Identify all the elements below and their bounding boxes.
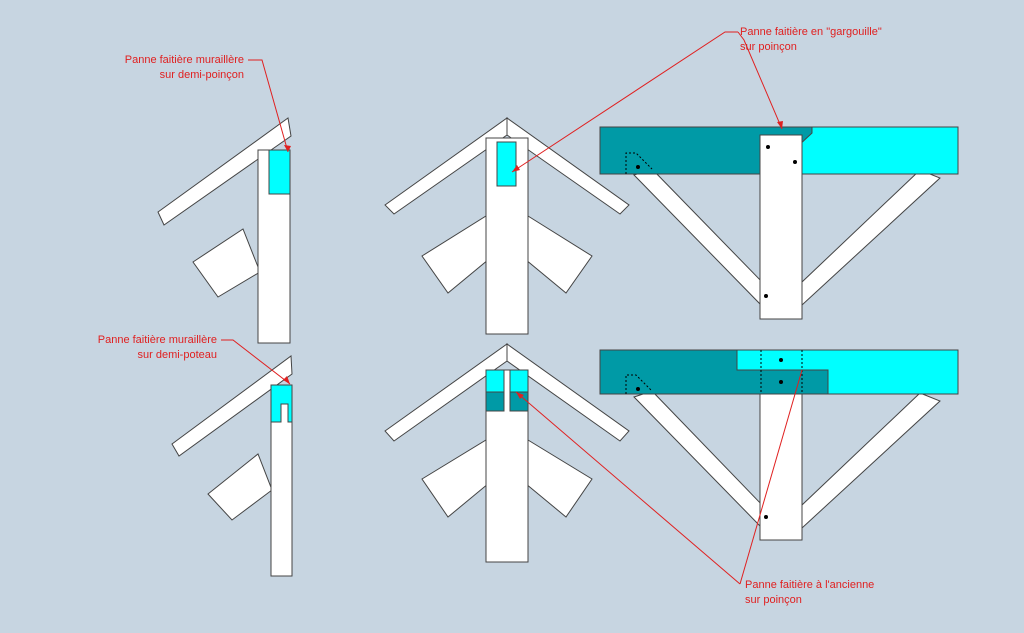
peg xyxy=(636,165,640,169)
label-line: Panne faitière muraillère xyxy=(97,334,217,346)
ridge-teal-right xyxy=(509,391,529,412)
arrowhead xyxy=(516,392,524,399)
leader-top-right-b xyxy=(737,31,783,130)
half-king-post-ridge-assembly xyxy=(157,117,292,344)
ridge-cyan-right xyxy=(509,369,529,393)
peg xyxy=(779,380,783,384)
leader-bottom-right-b xyxy=(739,369,803,585)
peg xyxy=(636,387,640,391)
peg xyxy=(779,358,783,362)
brace-left xyxy=(633,168,766,308)
peg xyxy=(766,145,770,149)
rafter-left xyxy=(157,117,292,226)
leader-top-right-a xyxy=(511,31,738,173)
leader-bottom-left xyxy=(221,339,291,385)
rafter-right xyxy=(506,343,630,442)
king-post-ridge-assembly xyxy=(384,117,630,335)
label-half-king-post: Panne faitière muraillère sur demi-poinç… xyxy=(104,53,244,83)
old-style-ridge-assembly xyxy=(384,343,630,563)
label-line: sur demi-poinçon xyxy=(159,69,244,81)
peg xyxy=(764,515,768,519)
label-half-post: Panne faitière muraillère sur demi-potea… xyxy=(77,333,217,363)
king-post xyxy=(759,134,803,320)
label-line: Panne faitière à l'ancienne xyxy=(745,579,875,591)
ridge-purlin-cyan xyxy=(270,384,293,423)
label-old-style-ridge: Panne faitière à l'ancienne sur poinçon xyxy=(745,578,874,608)
arrowhead xyxy=(283,376,290,384)
hidden-joint-dashed xyxy=(625,152,653,174)
label-gargoyle-ridge: Panne faitière en "gargouille" sur poinç… xyxy=(740,25,882,55)
ridge-cyan-left xyxy=(485,369,505,393)
arrowhead xyxy=(777,121,783,129)
brace-left xyxy=(633,390,766,530)
old-style-ridge-long-assembly xyxy=(599,349,959,541)
rafter-left xyxy=(171,355,293,457)
label-line: sur demi-poteau xyxy=(137,349,218,361)
arrowhead xyxy=(512,165,520,172)
label-line: Panne faitière en "gargouille" xyxy=(740,26,882,38)
ridge-teal-left xyxy=(485,391,505,412)
ridge-purlin-cyan xyxy=(268,149,291,195)
label-line: sur poinçon xyxy=(745,594,802,606)
strut-left xyxy=(207,453,273,521)
purlin-teal xyxy=(599,349,829,395)
brace-right xyxy=(801,392,941,530)
label-line: Panne faitière muraillère xyxy=(124,54,244,66)
peg xyxy=(764,294,768,298)
gargoyle-ridge-assembly xyxy=(599,126,959,320)
leader-top-left xyxy=(248,59,289,153)
ridge-purlin-cyan xyxy=(496,141,517,187)
half-post-ridge-assembly xyxy=(171,355,293,577)
hidden-joint-dashed xyxy=(625,374,653,394)
rafter-right xyxy=(506,117,630,215)
label-line: sur poinçon xyxy=(740,41,797,53)
arrowhead xyxy=(284,145,291,152)
leader-bottom-right-a xyxy=(515,391,741,585)
peg xyxy=(793,160,797,164)
brace-right xyxy=(801,169,941,307)
strut-left xyxy=(192,228,261,298)
